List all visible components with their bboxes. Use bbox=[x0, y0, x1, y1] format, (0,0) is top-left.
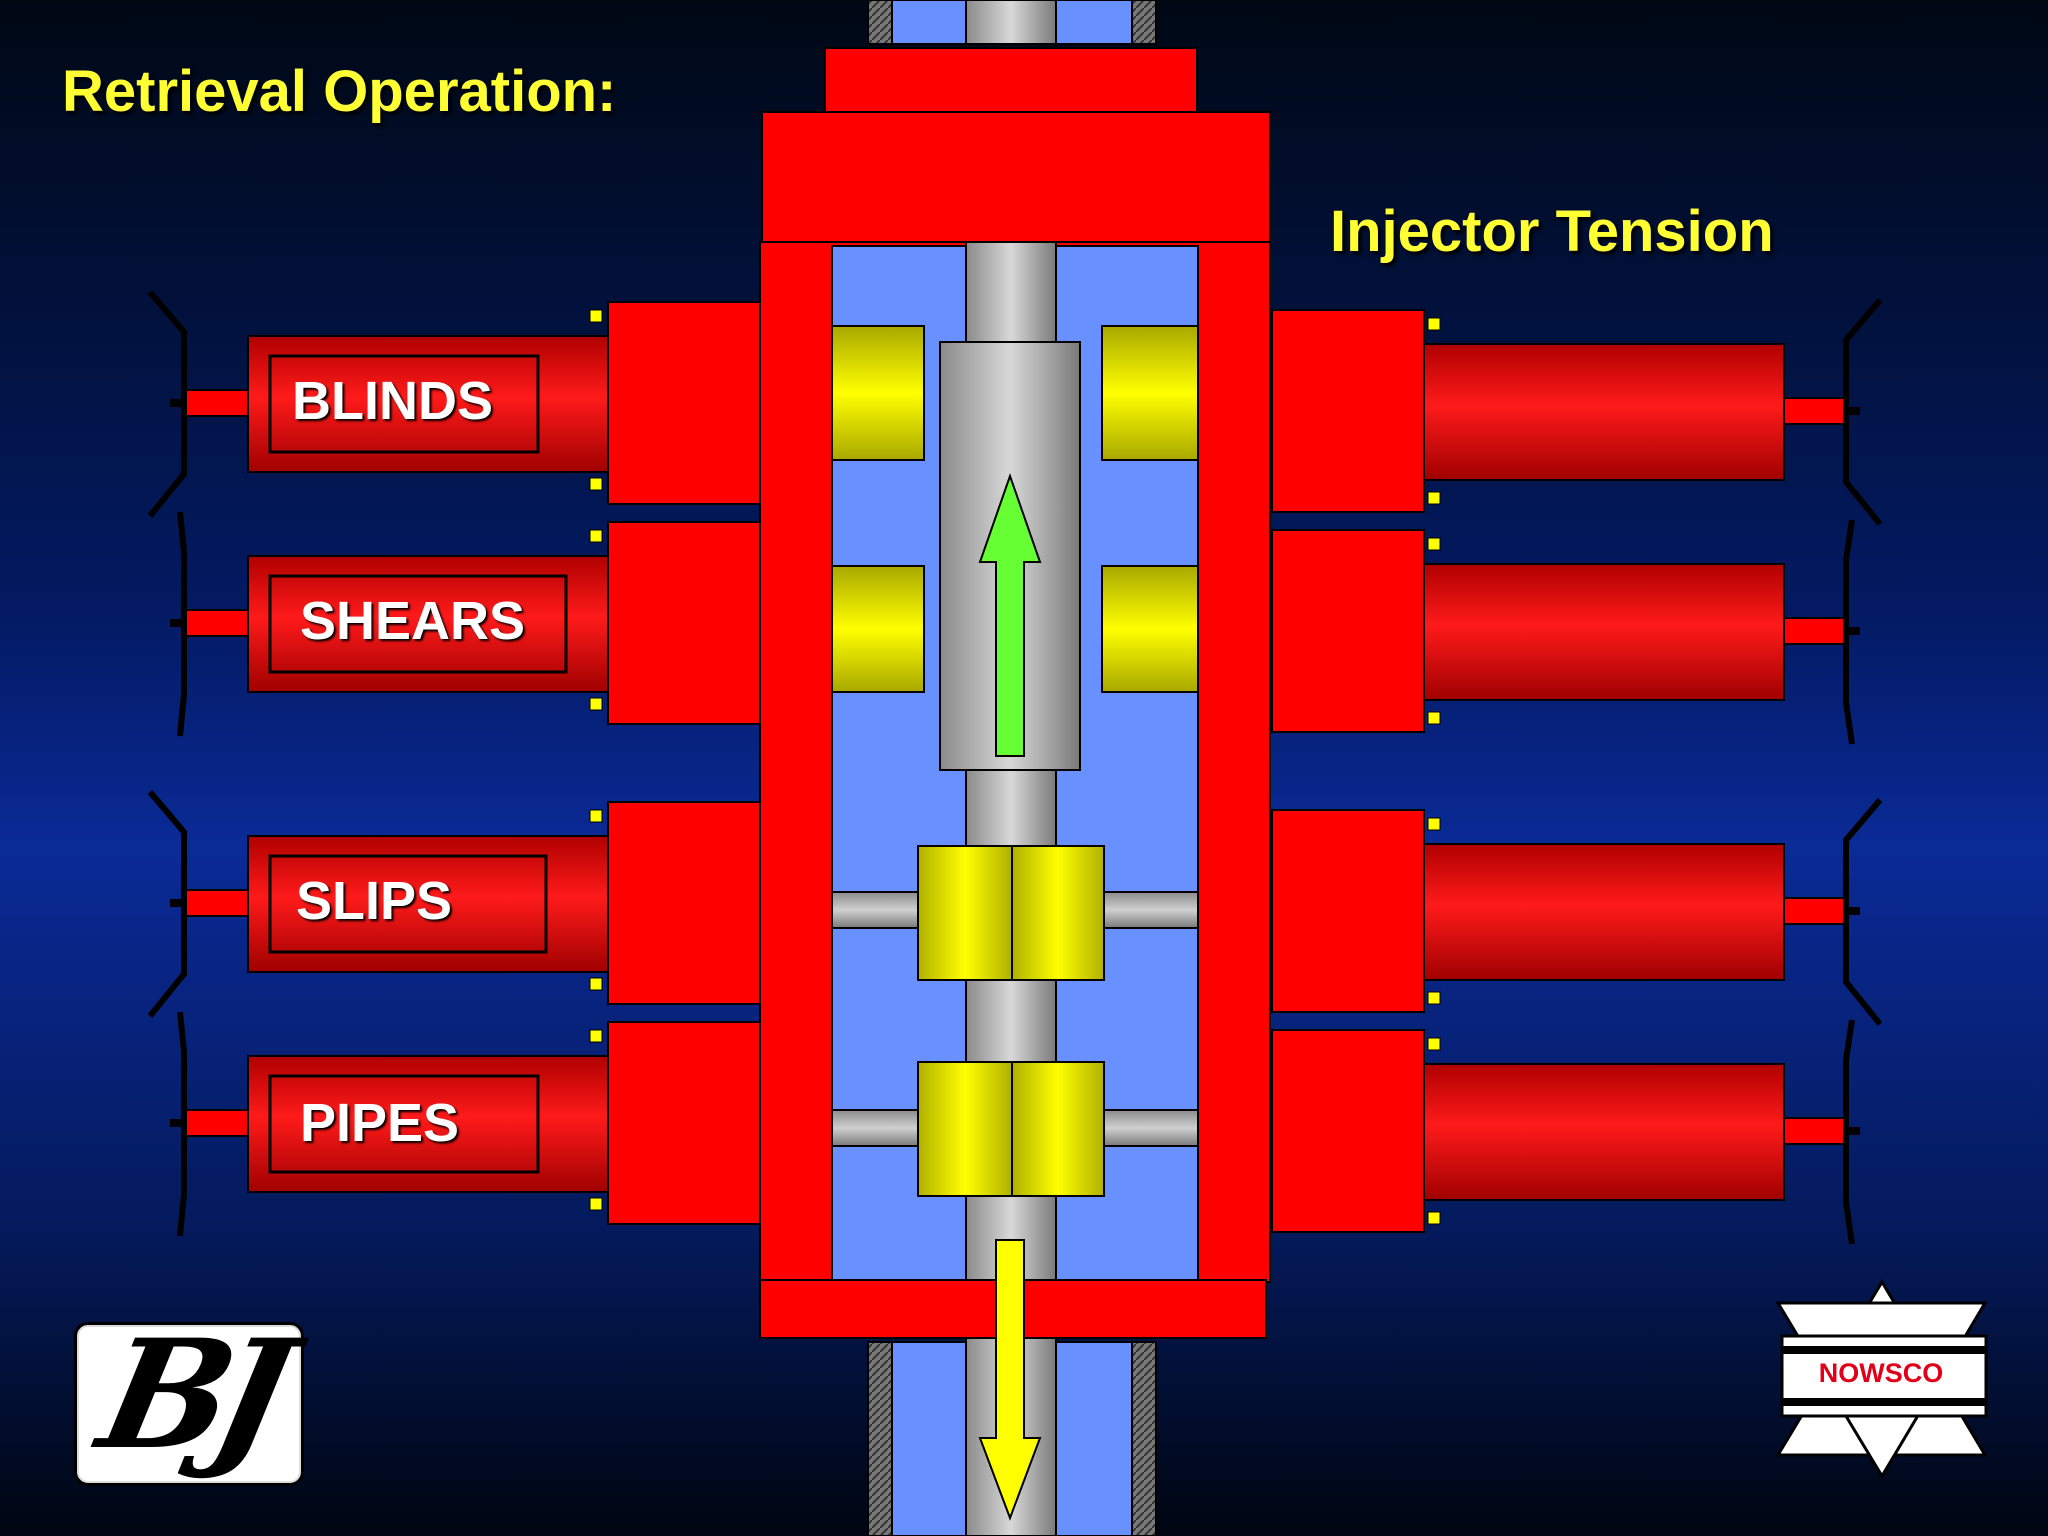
right-actuator-pipes bbox=[1271, 1019, 1860, 1245]
top-flange bbox=[824, 47, 1198, 115]
top-pipe bbox=[867, 0, 1157, 45]
bj-logo-text: BJ bbox=[86, 1307, 294, 1483]
left-actuator-pipes bbox=[170, 1011, 761, 1237]
down-arrow-icon bbox=[978, 1239, 1042, 1521]
nowsco-logo-icon bbox=[1775, 1279, 1988, 1479]
injector-tension-label: Injector Tension bbox=[1330, 199, 1774, 264]
left-actuator-slips bbox=[147, 790, 761, 1018]
pipe-ram-blocks bbox=[831, 1061, 1199, 1197]
blind-ram-blocks bbox=[831, 325, 1199, 461]
slip-ram-blocks bbox=[831, 845, 1199, 981]
ram-label-shears: SHEARS bbox=[300, 591, 526, 651]
left-actuator-blinds bbox=[147, 290, 761, 518]
slide-title: Retrieval Operation: bbox=[62, 59, 617, 124]
right-actuator-blinds bbox=[1271, 298, 1883, 526]
right-actuator-slips bbox=[1271, 798, 1883, 1026]
shear-ram-blocks bbox=[831, 565, 1199, 693]
ram-label-pipes: PIPES bbox=[300, 1093, 460, 1153]
bj-logo-icon: BJ bbox=[74, 1307, 304, 1486]
left-actuator-shears bbox=[170, 511, 761, 737]
ram-label-blinds: BLINDS bbox=[292, 371, 493, 431]
right-actuator-shears bbox=[1271, 519, 1860, 745]
ram-label-slips: SLIPS bbox=[296, 871, 453, 931]
top-cap bbox=[761, 111, 1271, 243]
nowsco-logo-text: NOWSCO bbox=[1818, 1358, 1944, 1388]
up-arrow-icon bbox=[978, 472, 1042, 757]
